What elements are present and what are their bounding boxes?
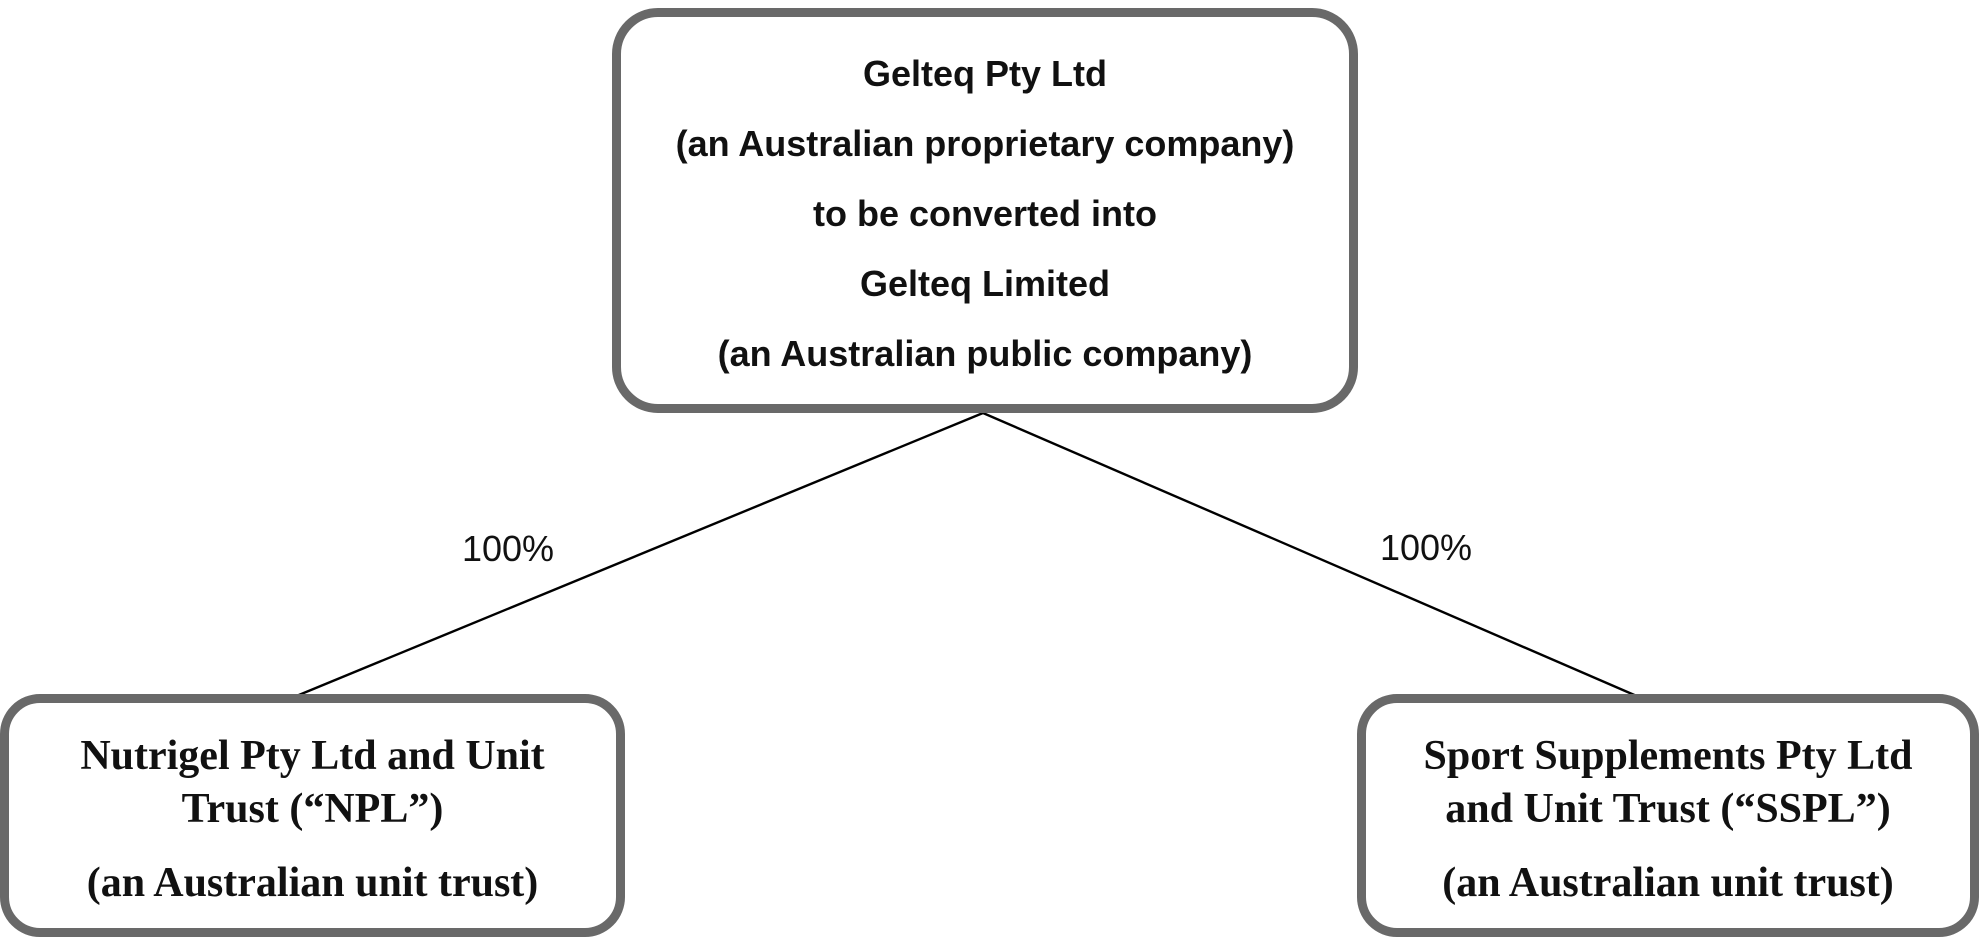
parent-company-type: (an Australian proprietary company) [675, 123, 1295, 164]
subsidiary-box-npl: Nutrigel Pty Ltd and Unit Trust (“NPL”) … [0, 694, 625, 937]
subsidiary-box-sspl: Sport Supplements Pty Ltd and Unit Trust… [1357, 694, 1979, 937]
parent-company-box: Gelteq Pty Ltd (an Australian proprietar… [612, 8, 1358, 413]
parent-company-new-type: (an Australian public company) [717, 333, 1253, 374]
parent-company-new-name: Gelteq Limited [859, 263, 1111, 304]
subsidiary-sspl-name-line-1: Sport Supplements Pty Ltd [1423, 733, 1913, 779]
subsidiary-sspl-subtitle: (an Australian unit trust) [1442, 860, 1894, 906]
parent-conversion-note: to be converted into [812, 193, 1158, 234]
subsidiary-npl-subtitle: (an Australian unit trust) [86, 860, 539, 906]
ownership-percent-left: 100% [461, 528, 555, 569]
subsidiary-npl-name-line-2: Trust (“NPL”) [181, 786, 444, 832]
subsidiary-sspl-name-line-2: and Unit Trust (“SSPL”) [1445, 786, 1891, 832]
subsidiary-npl-name-line-1: Nutrigel Pty Ltd and Unit [80, 733, 545, 779]
subsidiary-sspl-name: Sport Supplements Pty Ltd and Unit Trust… [1366, 730, 1970, 836]
parent-company-name: Gelteq Pty Ltd [862, 53, 1108, 94]
connector-right-line [982, 411, 1640, 699]
subsidiary-npl-name: Nutrigel Pty Ltd and Unit Trust (“NPL”) [9, 730, 616, 836]
ownership-percent-right: 100% [1379, 527, 1473, 568]
connector-left-line [293, 411, 984, 699]
